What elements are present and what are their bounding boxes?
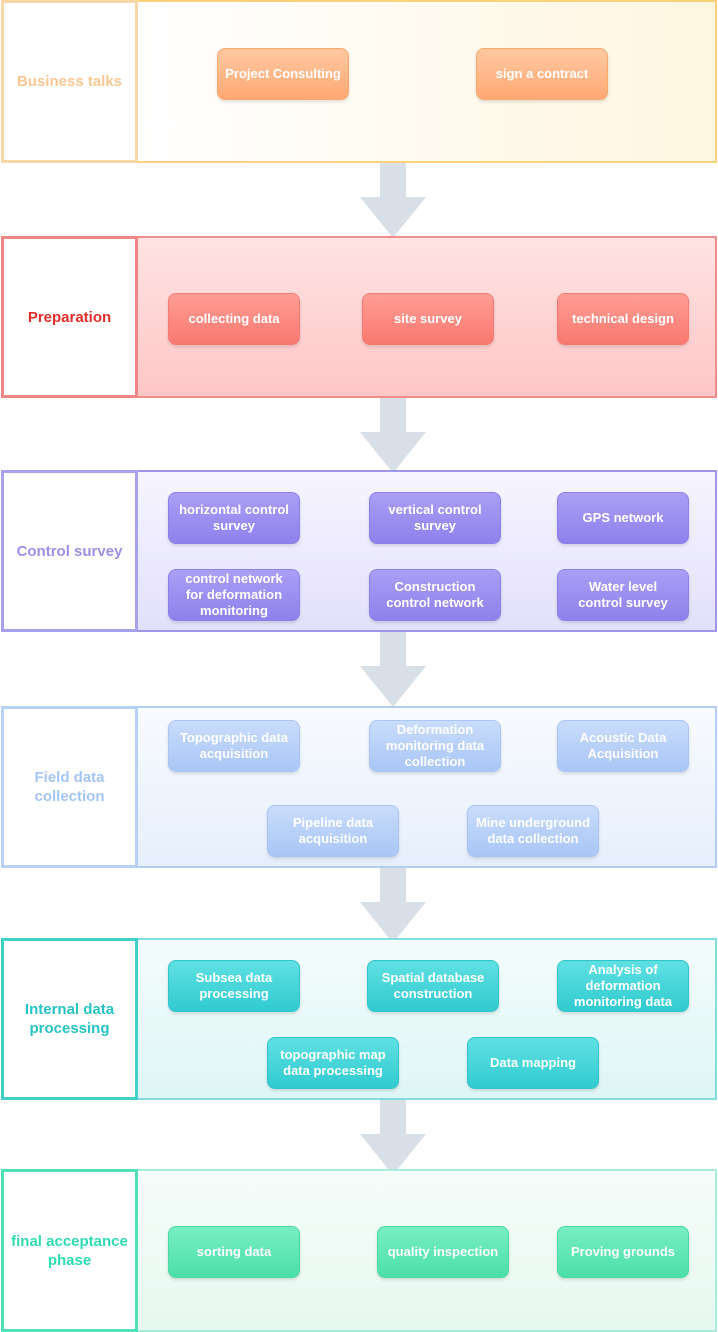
node-pipeline-data-acquisition[interactable]: Pipeline data acquisition (267, 805, 399, 857)
stage-content-panel: sorting data quality inspection Proving … (136, 1169, 717, 1332)
flow-arrow-down (360, 398, 426, 473)
stage-label: Internal data processing (1, 938, 138, 1100)
node-proving-grounds[interactable]: Proving grounds (557, 1226, 689, 1278)
stage-final-acceptance-phase: sorting data quality inspection Proving … (0, 1169, 718, 1332)
stage-internal-data-processing: Subsea data processing Spatial database … (0, 938, 718, 1100)
stage-content-panel: Project Consulting sign a contract (136, 0, 717, 163)
node-data-mapping[interactable]: Data mapping (467, 1037, 599, 1089)
flow-arrow-down (360, 868, 426, 943)
stage-label: final acceptance phase (1, 1169, 138, 1332)
node-water-level-control-survey[interactable]: Water level control survey (557, 569, 689, 621)
node-collecting-data[interactable]: collecting data (168, 293, 300, 345)
node-quality-inspection[interactable]: quality inspection (377, 1226, 509, 1278)
stage-label: Business talks (1, 0, 138, 163)
stage-content-panel: horizontal control survey vertical contr… (136, 470, 717, 632)
stage-content-panel: collecting data site survey technical de… (136, 236, 717, 398)
stage-field-data-collection: Topographic data acquisition Deformation… (0, 706, 718, 868)
node-technical-design[interactable]: technical design (557, 293, 689, 345)
stage-label: Control survey (1, 470, 138, 632)
stage-control-survey: horizontal control survey vertical contr… (0, 470, 718, 632)
flow-arrow-down (360, 632, 426, 707)
node-gps-network[interactable]: GPS network (557, 492, 689, 544)
node-vertical-control-survey[interactable]: vertical control survey (369, 492, 501, 544)
node-site-survey[interactable]: site survey (362, 293, 494, 345)
node-sorting-data[interactable]: sorting data (168, 1226, 300, 1278)
node-project-consulting[interactable]: Project Consulting (217, 48, 349, 100)
stage-business-talks: Project Consulting sign a contract Busin… (0, 0, 718, 163)
node-spatial-database-construction[interactable]: Spatial database construction (367, 960, 499, 1012)
node-subsea-data-processing[interactable]: Subsea data processing (168, 960, 300, 1012)
node-horizontal-control-survey[interactable]: horizontal control survey (168, 492, 300, 544)
stage-label: Preparation (1, 236, 138, 398)
node-deformation-monitoring-collection[interactable]: Deformation monitoring data collection (369, 720, 501, 772)
flow-arrow-down (360, 163, 426, 238)
node-analysis-deformation-monitoring[interactable]: Analysis of deformation monitoring data (557, 960, 689, 1012)
stage-preparation: collecting data site survey technical de… (0, 236, 718, 398)
node-acoustic-data-acquisition[interactable]: Acoustic Data Acquisition (557, 720, 689, 772)
stage-content-panel: Subsea data processing Spatial database … (136, 938, 717, 1100)
stage-label: Field data collection (1, 706, 138, 868)
node-topographic-map-data-processing[interactable]: topographic map data processing (267, 1037, 399, 1089)
stage-content-panel: Topographic data acquisition Deformation… (136, 706, 717, 868)
node-control-network-deformation[interactable]: control network for deformation monitori… (168, 569, 300, 621)
flow-arrow-down (360, 1100, 426, 1175)
node-mine-underground-data-collection[interactable]: Mine underground data collection (467, 805, 599, 857)
node-sign-a-contract[interactable]: sign a contract (476, 48, 608, 100)
node-topographic-data-acquisition[interactable]: Topographic data acquisition (168, 720, 300, 772)
node-construction-control-network[interactable]: Construction control network (369, 569, 501, 621)
